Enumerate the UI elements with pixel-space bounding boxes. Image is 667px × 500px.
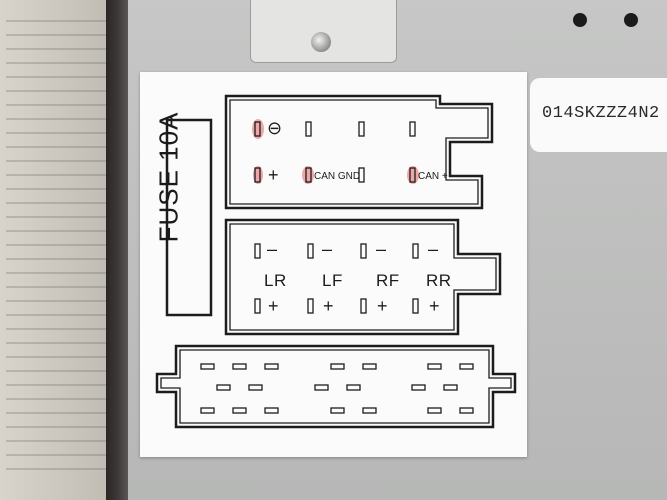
mounting-bracket bbox=[250, 0, 397, 63]
plus-symbol: + bbox=[268, 165, 279, 185]
lr-minus: – bbox=[267, 239, 278, 259]
rf-plus: + bbox=[377, 296, 388, 316]
fuse-box bbox=[165, 118, 213, 317]
power-connector-outline bbox=[224, 94, 494, 210]
channel-label-rr: RR bbox=[426, 271, 452, 290]
pinout-diagram bbox=[155, 94, 517, 429]
channel-label-rf: RF bbox=[376, 271, 400, 290]
can-gnd-label: CAN GND bbox=[314, 171, 361, 182]
chassis-hole bbox=[573, 13, 587, 27]
speaker-connector-outline bbox=[224, 218, 502, 336]
ground-symbol: ⊖ bbox=[267, 118, 283, 138]
lr-plus: + bbox=[268, 296, 279, 316]
chassis-hole bbox=[624, 13, 638, 27]
screw bbox=[311, 32, 331, 52]
serial-sticker: 014SKZZZ4N2 bbox=[530, 78, 667, 152]
lf-plus: + bbox=[323, 296, 334, 316]
lf-minus: – bbox=[322, 239, 333, 259]
background-newspaper bbox=[0, 0, 120, 500]
iso-connector-outline bbox=[155, 344, 517, 429]
rf-minus: – bbox=[376, 239, 387, 259]
radio-chassis-edge bbox=[106, 0, 128, 500]
serial-number: 014SKZZZ4N2 bbox=[542, 104, 660, 123]
channel-label-lr: LR bbox=[264, 271, 287, 290]
rr-plus: + bbox=[429, 296, 440, 316]
channel-label-lf: LF bbox=[322, 271, 343, 290]
can-plus-label: CAN + bbox=[418, 171, 448, 182]
rr-minus: – bbox=[428, 239, 439, 259]
connector-pinout-label bbox=[140, 72, 527, 457]
